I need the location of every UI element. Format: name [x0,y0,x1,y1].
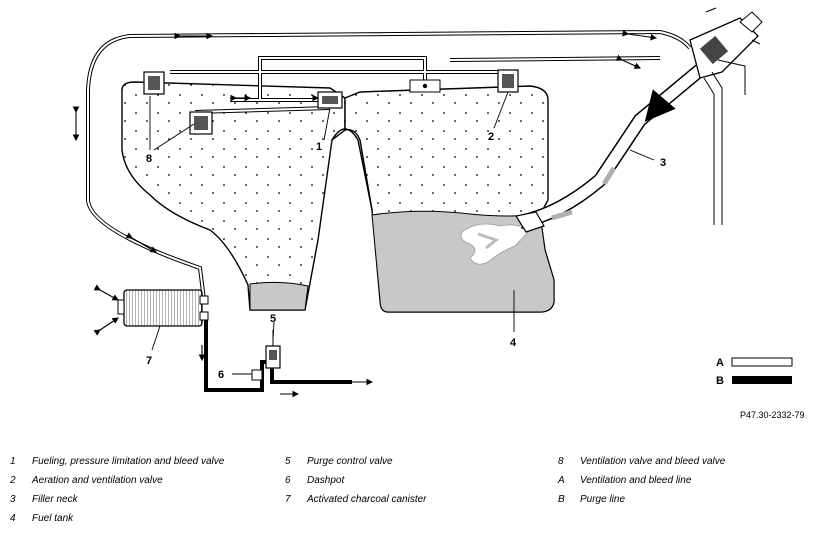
callout-4: 4 [510,337,517,349]
key-letter-b: B [716,375,724,387]
callout-7: 7 [146,355,152,367]
filler-neck-mouth [515,211,545,233]
valve-1 [317,91,343,109]
callout-1: 1 [316,141,322,153]
purge-lines [204,320,352,392]
key-swatch-purge-line [732,376,792,384]
fuel-evaporation-diagram: 1 2 3 4 5 6 7 8 A B P47.30-2332-79 [72,7,805,420]
callout-6: 6 [218,369,224,381]
fuel-tank [121,81,555,313]
key-swatch-ventilation-line [731,357,793,367]
filler-neck [515,7,763,233]
tank-central-hump [331,128,373,211]
reference-code: P47.30-2332-79 [740,410,805,420]
filler-cap [689,7,763,79]
key-letter-a: A [716,357,724,369]
dashpot [251,369,263,381]
fuel-splash [460,223,529,265]
callout-8: 8 [146,153,152,165]
fuel-level-left [249,281,309,311]
line-type-key: A B [716,357,793,387]
valve-2 [497,69,519,93]
callout-2: 2 [488,131,494,143]
callout-3: 3 [660,157,666,169]
callout-5: 5 [270,313,276,325]
valve-8b [189,111,213,135]
valve-8a [143,71,165,95]
activated-charcoal-canister [117,289,209,327]
